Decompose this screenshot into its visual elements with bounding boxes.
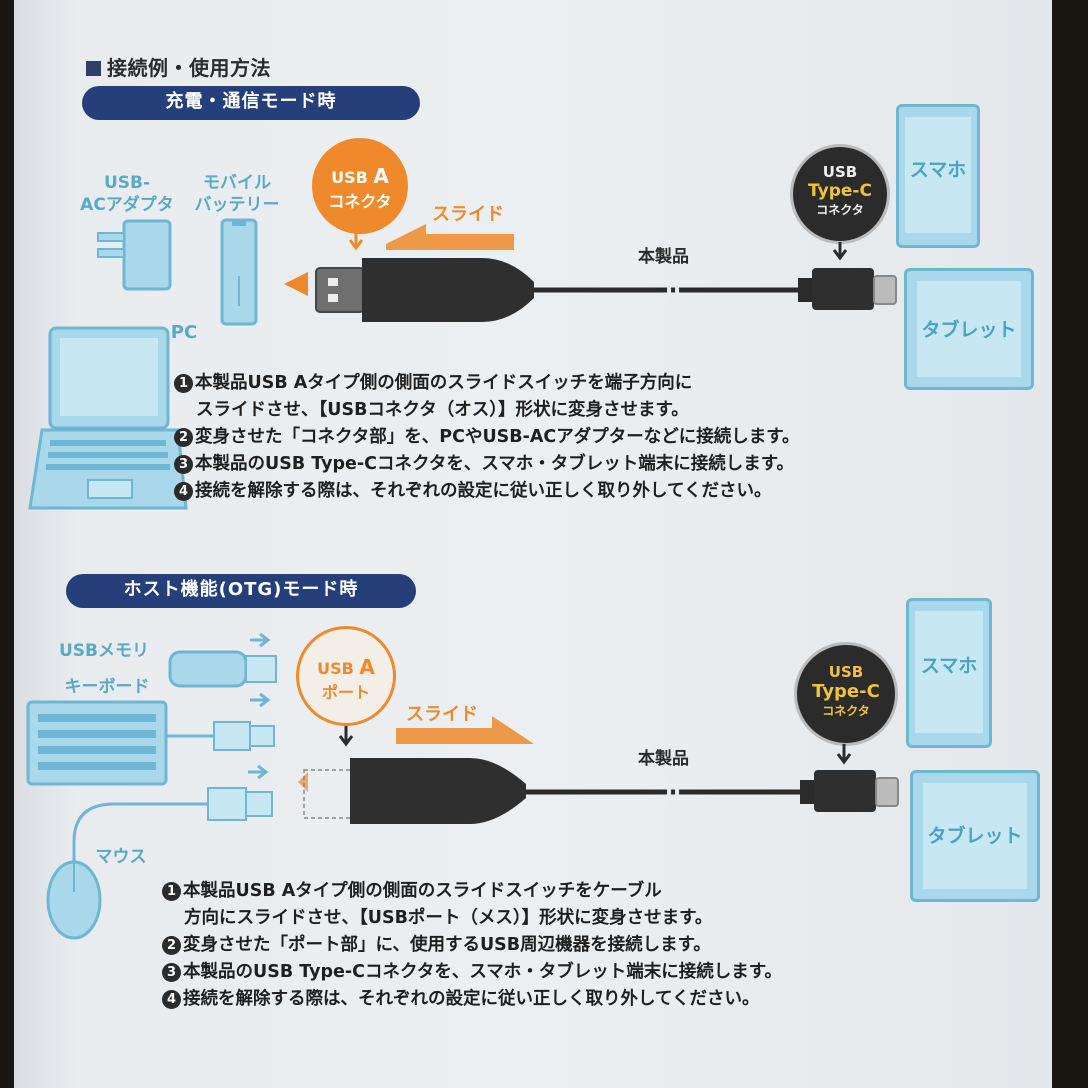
slide-label: スライド: [432, 204, 504, 225]
heading-text: 接続例・使用方法: [107, 56, 271, 80]
mobile-battery-icon: [220, 218, 258, 326]
down-arrow-icon: [832, 242, 848, 261]
page-heading: 接続例・使用方法: [86, 52, 271, 81]
smartphone-icon: スマホ: [896, 104, 980, 248]
product-cable: [298, 758, 899, 824]
usb-a-port-badge: USB A ポート: [296, 626, 396, 726]
slide-arrow-left-icon: [386, 224, 514, 250]
step-1-cont: スライドさせ、【USBコネクタ（オス）】形状に変身させます。: [196, 400, 689, 420]
usb-memory-icon: [168, 632, 277, 688]
tablet-label: タブレット: [927, 825, 1023, 847]
down-arrow-icon: [338, 726, 354, 747]
tablet-label: タブレット: [921, 319, 1017, 341]
ac-adapter-icon: [97, 219, 172, 291]
keyboard-icon: [26, 692, 275, 786]
mouse-icon: [46, 764, 273, 940]
slide-label: スライド: [406, 704, 478, 725]
keyboard-label: キーボード: [64, 677, 150, 697]
battery-label: モバイルバッテリー: [194, 173, 280, 215]
usb-a-connector-badge: USB A コネクタ: [312, 138, 408, 234]
product-label: 本製品: [638, 247, 689, 267]
down-arrow-icon: [836, 744, 852, 765]
type-c-connector-badge: USB Type-C コネクタ: [794, 642, 898, 746]
usb-memory-label: USBメモリ: [58, 641, 149, 661]
smartphone-label: スマホ: [920, 655, 978, 677]
smartphone-label: スマホ: [909, 159, 967, 181]
tablet-icon: タブレット: [910, 770, 1040, 902]
smartphone-icon: スマホ: [906, 598, 992, 748]
slide-arrow-right-icon: [396, 716, 534, 744]
product-label: 本製品: [638, 749, 689, 769]
pc-label: PC: [170, 322, 198, 343]
down-arrow-icon: [348, 232, 364, 251]
type-c-connector-badge: USB Type-C コネクタ: [790, 144, 890, 244]
ac-adapter-label: USB-ACアダプタ: [80, 173, 174, 215]
square-bullet-icon: [86, 61, 101, 76]
mouse-label: マウス: [95, 847, 147, 867]
product-cable: [284, 258, 897, 322]
step-1-cont: 方向にスライドさせ、【USBポート（メス）】形状に変身させます。: [184, 908, 713, 928]
tablet-icon: タブレット: [904, 268, 1034, 390]
section2-title: ホスト機能(OTG)モード時: [66, 574, 416, 608]
section1-title: 充電・通信モード時: [82, 86, 420, 120]
laptop-icon: [28, 326, 188, 510]
instruction-sheet: 接続例・使用方法 充電・通信モード時 USB-ACアダプタ モバイルバッテリー …: [14, 0, 1052, 1088]
